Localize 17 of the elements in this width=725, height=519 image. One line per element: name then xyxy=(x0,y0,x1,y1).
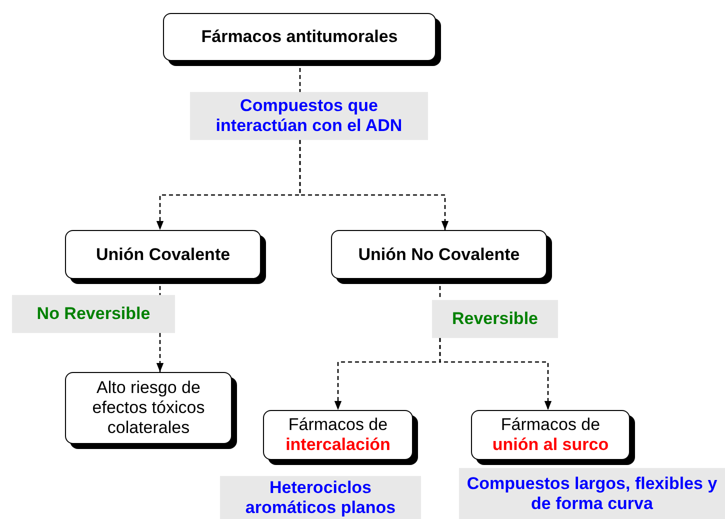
node-text: Fármacos de unión al surco xyxy=(491,415,610,455)
dashed-arrow xyxy=(299,140,449,230)
highlight-band xyxy=(190,92,428,140)
node-text: No Reversible xyxy=(36,304,150,324)
node-text: Compuestos que interactúan con el ADN xyxy=(214,96,404,136)
highlight-band xyxy=(432,300,558,338)
node-text: Unión Covalente xyxy=(96,244,230,264)
dashed-arrow xyxy=(439,338,552,410)
node-text: Fármacos de intercalación xyxy=(284,415,392,455)
node-text: Unión No Covalente xyxy=(358,244,520,264)
node-text: Reversible xyxy=(452,309,538,329)
highlight-band xyxy=(12,295,175,333)
node-text: Fármacos antitumorales xyxy=(201,27,398,47)
node-text: Alto riesgo de efectos tóxicos colaterales xyxy=(91,378,206,438)
node-text: Heterociclos aromáticos planos xyxy=(244,478,397,518)
node-text: Compuestos largos, flexibles y de forma curva xyxy=(466,474,718,514)
dashed-arrow xyxy=(156,333,164,372)
